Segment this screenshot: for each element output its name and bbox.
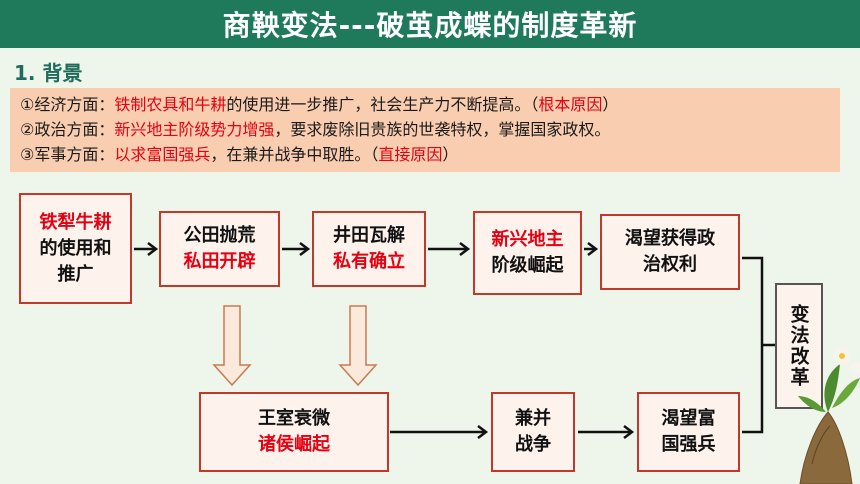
box7-line1: 兼并 xyxy=(515,408,551,429)
economy-note: 根本原因 xyxy=(538,95,603,114)
down-arrow-right xyxy=(338,305,378,387)
economy-prefix: ①经济方面： xyxy=(20,95,115,114)
reform-result-label: 变法改革 xyxy=(787,304,810,388)
box2-line1: 公田抛荒 xyxy=(183,225,256,246)
economy-close: ） xyxy=(602,95,619,114)
economy-text: 的使用进一步推广，社会生产力不断提高。（ xyxy=(226,95,539,114)
flow-box-well-field: 井田瓦解 私有确立 xyxy=(312,211,426,287)
bracket-connector xyxy=(742,256,764,434)
box4-line2: 阶级崛起 xyxy=(491,255,564,276)
flow-box-annexation-war: 兼并 战争 xyxy=(491,392,575,472)
flow-box-iron-plow: 铁犁牛耕 的使用和 推广 xyxy=(19,193,132,304)
page-title: 商鞅变法---破茧成蝶的制度革新 xyxy=(222,9,638,42)
box6-highlight: 诸侯崛起 xyxy=(258,434,330,455)
military-text: ，在兼并战争中取胜。（ xyxy=(210,145,379,164)
box1-highlight: 铁犁牛耕 xyxy=(39,211,112,233)
box1-line3: 推广 xyxy=(57,263,94,285)
box6-line1: 王室衰微 xyxy=(258,408,330,429)
section-heading: 1. 背景 xyxy=(14,61,83,85)
decorative-plant-icon xyxy=(798,347,860,484)
box5-line2: 治权利 xyxy=(643,254,697,275)
politics-highlight: 新兴地主阶级势力增强 xyxy=(114,120,275,139)
box7-line2: 战争 xyxy=(515,434,551,455)
politics-prefix: ②政治方面： xyxy=(20,120,115,139)
box8-line1: 渴望富 xyxy=(661,408,716,429)
box4-highlight: 新兴地主 xyxy=(491,229,564,250)
box1-line2: 的使用和 xyxy=(39,237,112,259)
military-note: 直接原因 xyxy=(378,145,443,164)
flow-box-public-field: 公田抛荒 私田开辟 xyxy=(159,211,280,287)
military-highlight: 以求富国强兵 xyxy=(114,145,211,164)
flow-box-political-rights: 渴望获得政 治权利 xyxy=(600,214,740,290)
title-bar: 商鞅变法---破茧成蝶的制度革新 xyxy=(0,0,860,48)
box3-highlight: 私有确立 xyxy=(333,251,405,272)
background-box: ①经济方面：铁制农具和牛耕的使用进一步推广，社会生产力不断提高。（根本原因） ②… xyxy=(10,88,840,172)
reform-result-box: 变法改革 xyxy=(775,283,823,409)
down-arrow-left xyxy=(212,305,252,387)
economy-highlight: 铁制农具和牛耕 xyxy=(114,95,227,114)
box3-line1: 井田瓦解 xyxy=(333,225,405,246)
economy-line: ①经济方面：铁制农具和牛耕的使用进一步推广，社会生产力不断提高。（根本原因） xyxy=(20,92,830,117)
flow-box-landlord: 新兴地主 阶级崛起 xyxy=(473,211,582,295)
flow-box-royal-decline: 王室衰微 诸侯崛起 xyxy=(199,392,389,472)
box8-line2: 国强兵 xyxy=(661,434,716,455)
flow-box-rich-strong: 渴望富 国强兵 xyxy=(637,392,740,472)
politics-line: ②政治方面：新兴地主阶级势力增强，要求废除旧贵族的世袭特权，掌握国家政权。 xyxy=(20,117,830,142)
military-prefix: ③军事方面： xyxy=(20,145,115,164)
box5-line1: 渴望获得政 xyxy=(625,228,715,249)
politics-text: ，要求废除旧贵族的世袭特权，掌握国家政权。 xyxy=(274,120,611,139)
box2-highlight: 私田开辟 xyxy=(183,251,256,272)
military-close: ） xyxy=(442,145,459,164)
military-line: ③军事方面：以求富国强兵，在兼并战争中取胜。（直接原因） xyxy=(20,142,830,167)
